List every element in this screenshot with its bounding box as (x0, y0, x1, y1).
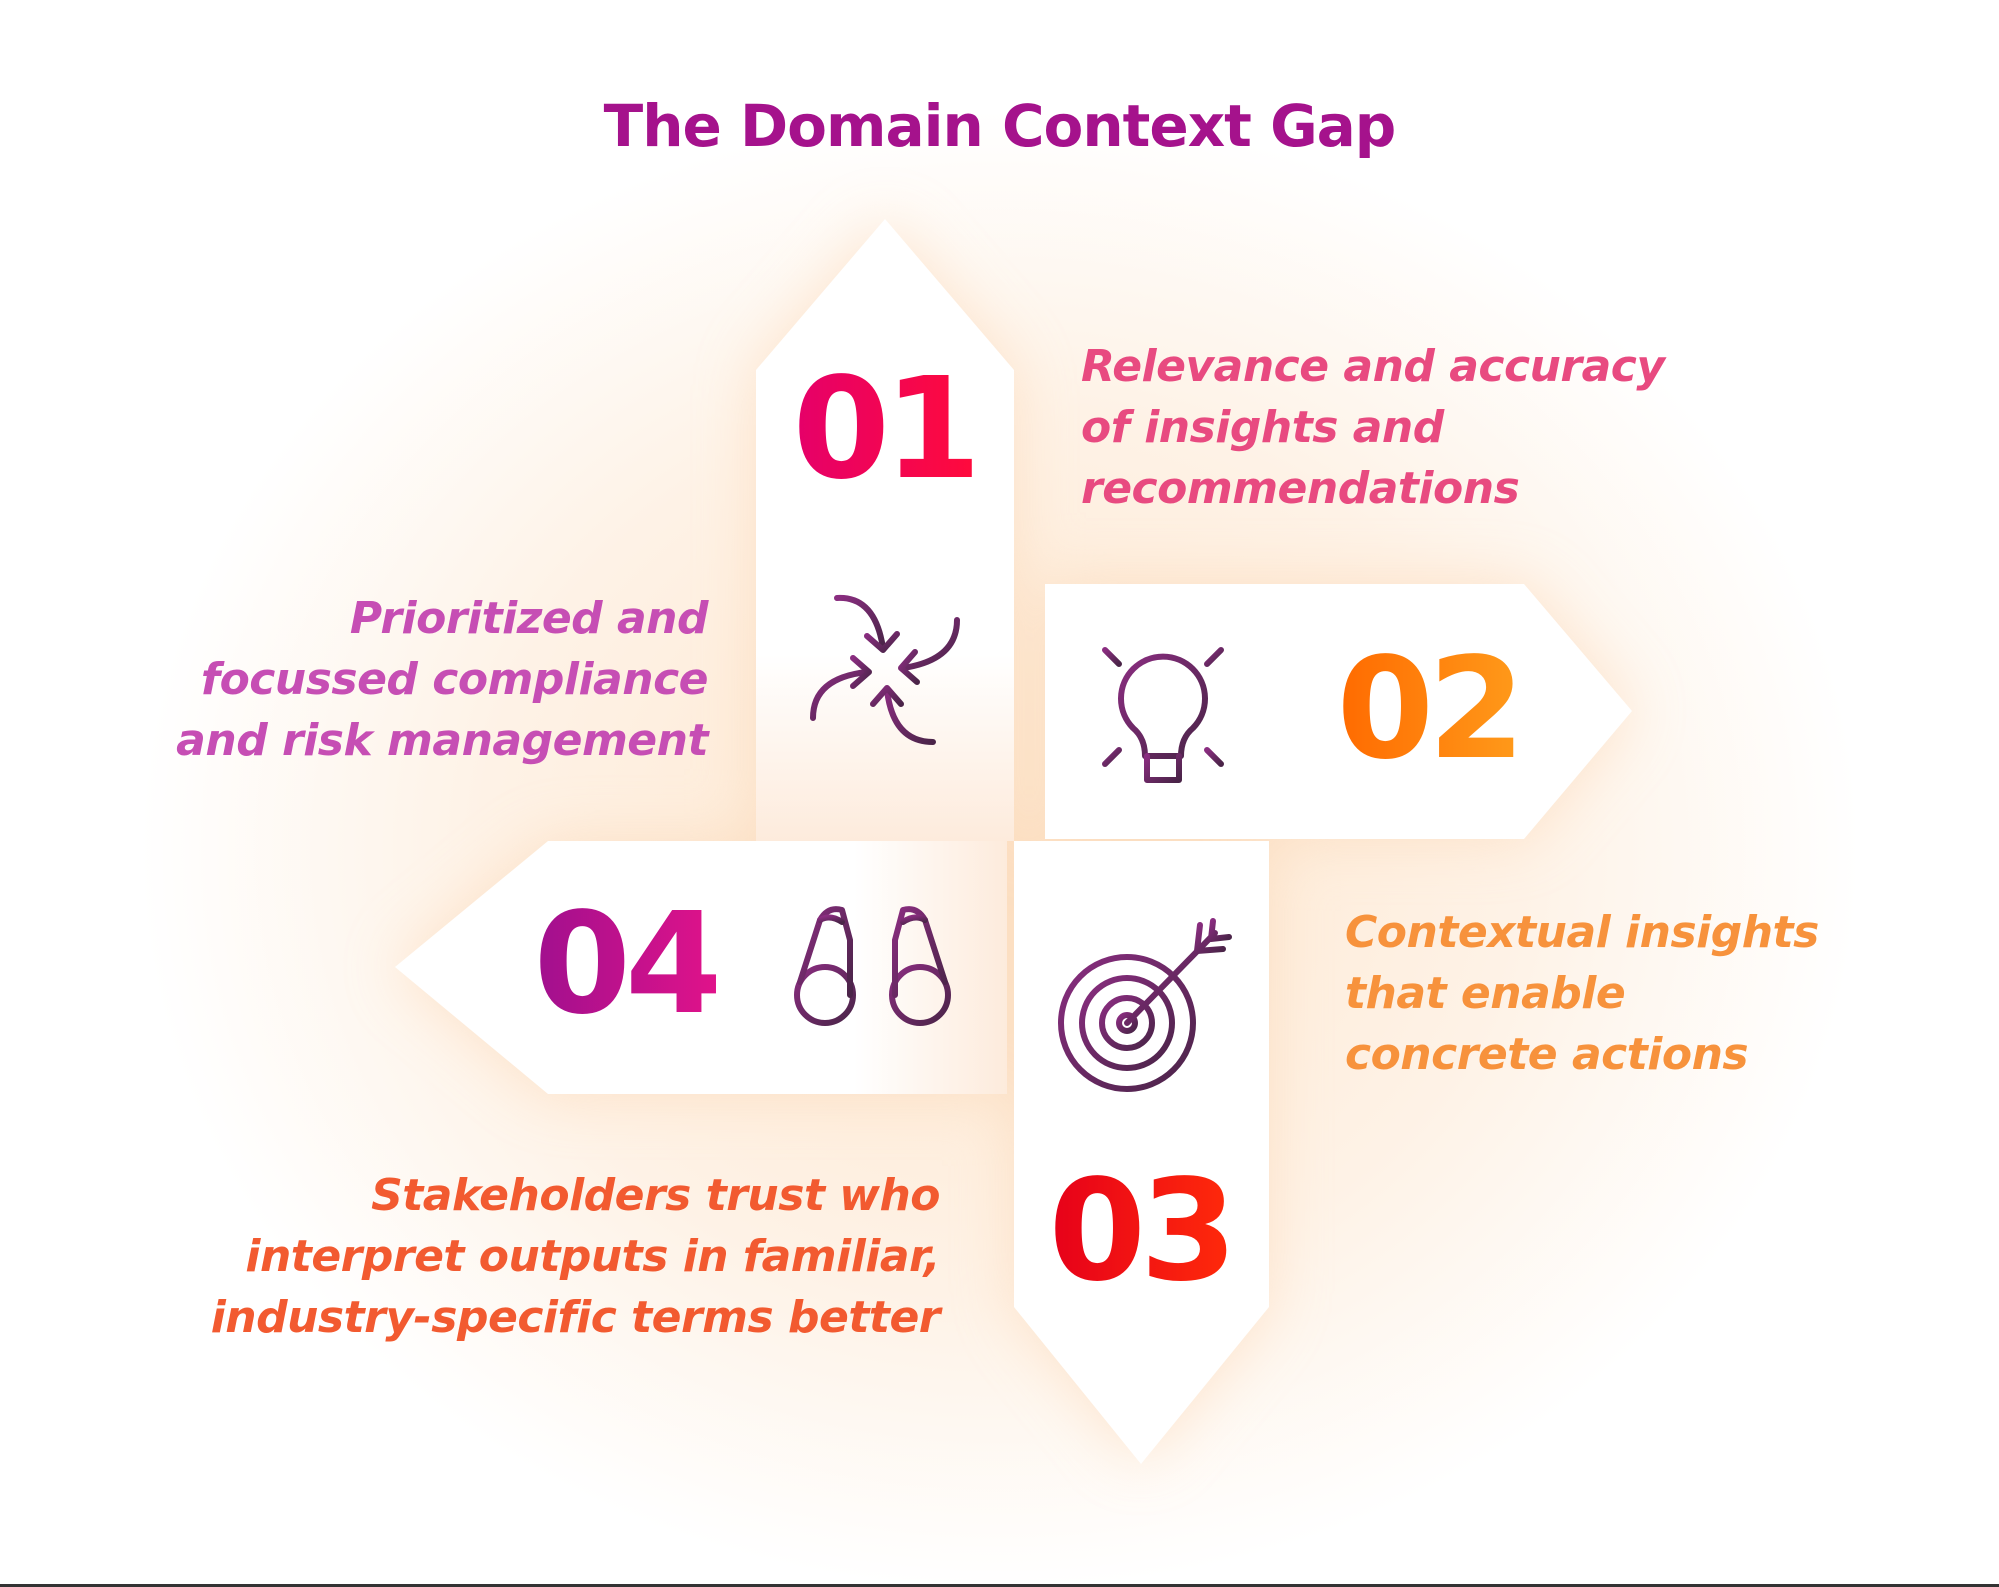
step-number-01: 01 (792, 348, 982, 511)
arrow-left-04 (395, 841, 1007, 1094)
description-line: Prioritized and (349, 593, 709, 644)
step-03-description: Stakeholders trust who interpret outputs… (210, 1165, 941, 1348)
lightbulb-icon (1078, 623, 1248, 783)
description-line: recommendations (1081, 463, 1520, 514)
step-number-04: 04 (533, 883, 723, 1046)
description-line: interpret outputs in familiar, (245, 1231, 940, 1282)
step-number-02: 02 (1336, 628, 1526, 791)
target-icon (1058, 918, 1232, 1092)
step-04-description: Prioritized and focussed compliance and … (176, 588, 708, 771)
description-line: of insights and (1081, 402, 1444, 453)
step-02-description: Contextual insights that enable concrete… (1345, 902, 1819, 1085)
step-number-03: 03 (1048, 1150, 1238, 1313)
page-title: The Domain Context Gap (603, 92, 1397, 160)
arrow-right-02 (1045, 584, 1632, 839)
description-line: Contextual insights (1345, 907, 1819, 958)
bottom-border (0, 1584, 1999, 1587)
converging-arrows-icon (810, 594, 960, 745)
binoculars-icon (794, 906, 951, 1026)
description-line: concrete actions (1345, 1029, 1749, 1080)
description-line: that enable (1345, 968, 1626, 1019)
description-line: Relevance and accuracy (1081, 341, 1665, 392)
step-01-description: Relevance and accuracy of insights and r… (1081, 336, 1665, 519)
description-line: and risk management (176, 715, 708, 766)
arrow-up-01 (756, 219, 1014, 841)
description-line: industry-specific terms better (210, 1292, 941, 1343)
arrow-down-03 (1014, 841, 1269, 1464)
description-line: Stakeholders trust who (371, 1170, 940, 1221)
description-line: focussed compliance (200, 654, 709, 705)
